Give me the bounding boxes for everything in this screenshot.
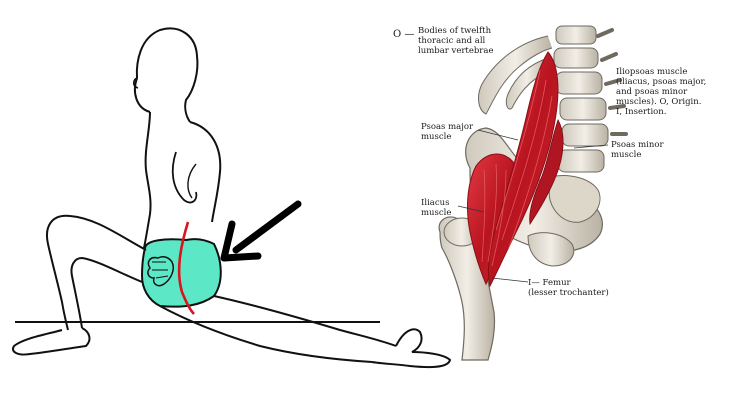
figure-arm-inner	[187, 163, 197, 199]
rib-lower	[505, 57, 549, 110]
front-leg	[46, 214, 147, 331]
figure-head	[133, 27, 199, 123]
figure-arm	[171, 151, 198, 204]
figure-fingers	[152, 261, 169, 279]
legend-caption: Iliopsoas muscle (iliacus, psoas major, …	[616, 67, 707, 117]
rear-foot	[371, 328, 452, 369]
vertebral-column	[553, 25, 628, 173]
femur-label: I— Femur (lesser trochanter)	[528, 278, 609, 298]
psoas-major-label: Psoas major muscle	[421, 122, 474, 142]
psoas-minor-label: Psoas minor muscle	[611, 140, 664, 160]
origin-label: Bodies of twelfth thoracic and all lumba…	[418, 26, 494, 56]
rear-leg-bottom	[159, 305, 373, 363]
front-foot	[12, 327, 91, 356]
front-leg-inner	[70, 256, 143, 329]
rear-leg-top	[213, 295, 397, 347]
figure-back	[189, 121, 222, 223]
pubis	[527, 232, 575, 267]
figure-chest	[143, 111, 152, 249]
figure-face	[132, 77, 139, 89]
arrow-left-icon	[220, 200, 302, 262]
muscle-fibres	[481, 69, 553, 267]
rib-upper	[478, 35, 553, 115]
leader-lines	[457, 129, 609, 283]
iliacus-label: Iliacus muscle	[421, 198, 452, 218]
figure-hand	[147, 256, 175, 287]
origin-marker-label: O —	[393, 29, 415, 40]
psoas-line	[177, 221, 195, 315]
psoas-minor-muscle	[529, 119, 564, 226]
